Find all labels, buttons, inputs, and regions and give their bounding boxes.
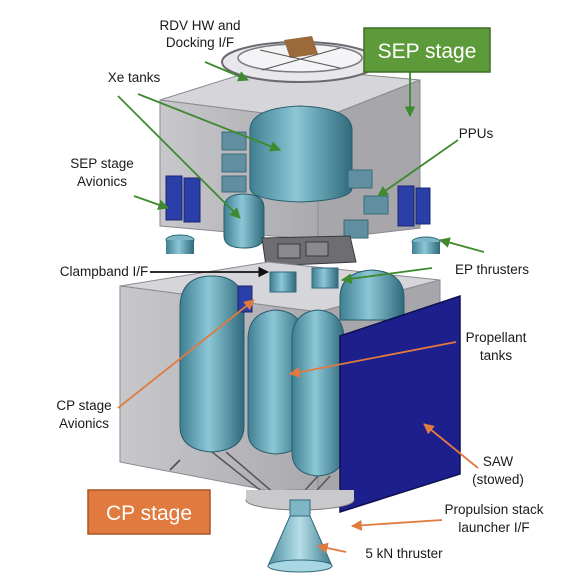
propellant-tanks (179, 269, 405, 477)
sep-stage-tag-text: SEP stage (378, 40, 477, 63)
label-sep-avionics-line2: Avionics (77, 174, 127, 189)
label-rdv-line2: Docking I/F (166, 35, 234, 50)
xe-tank-small (223, 193, 265, 249)
callout-labels: RDV HW and Docking I/F Xe tanks SEP stag… (56, 18, 543, 561)
label-propellant-line2: tanks (480, 348, 513, 363)
label-stack-line1: Propulsion stack (444, 502, 543, 517)
label-rdv-line1: RDV HW and (159, 18, 240, 33)
label-propellant-line1: Propellant (466, 330, 527, 345)
ppu-boxes (221, 131, 389, 239)
label-saw-line2: (stowed) (472, 472, 524, 487)
ep-thrusters-lower (269, 267, 339, 293)
docking-ring (221, 36, 379, 83)
label-thruster-5kn: 5 kN thruster (365, 546, 443, 561)
xe-tank-main (249, 105, 353, 203)
label-ep-thrusters: EP thrusters (455, 262, 529, 277)
label-xe-tanks: Xe tanks (108, 70, 161, 85)
sep-stage-tag: SEP stage (363, 27, 491, 73)
label-ppus: PPUs (459, 126, 494, 141)
label-cp-avionics-line2: Avionics (59, 416, 109, 431)
label-clampband: Clampband I/F (60, 264, 149, 279)
label-saw-line1: SAW (483, 454, 514, 469)
sep-avionics-boxes (165, 175, 431, 227)
thruster-5kn (267, 499, 333, 573)
saw-panel (339, 294, 461, 514)
ep-thrusters-upper (165, 234, 441, 254)
label-sep-avionics-line1: SEP stage (70, 156, 134, 171)
cp-stage-tag: CP stage (87, 489, 211, 535)
clampband-interface (261, 235, 357, 267)
label-cp-avionics-line1: CP stage (56, 398, 111, 413)
leader-lines (117, 61, 485, 554)
cp-stage-tag-text: CP stage (106, 502, 192, 525)
label-stack-line2: launcher I/F (458, 520, 529, 535)
